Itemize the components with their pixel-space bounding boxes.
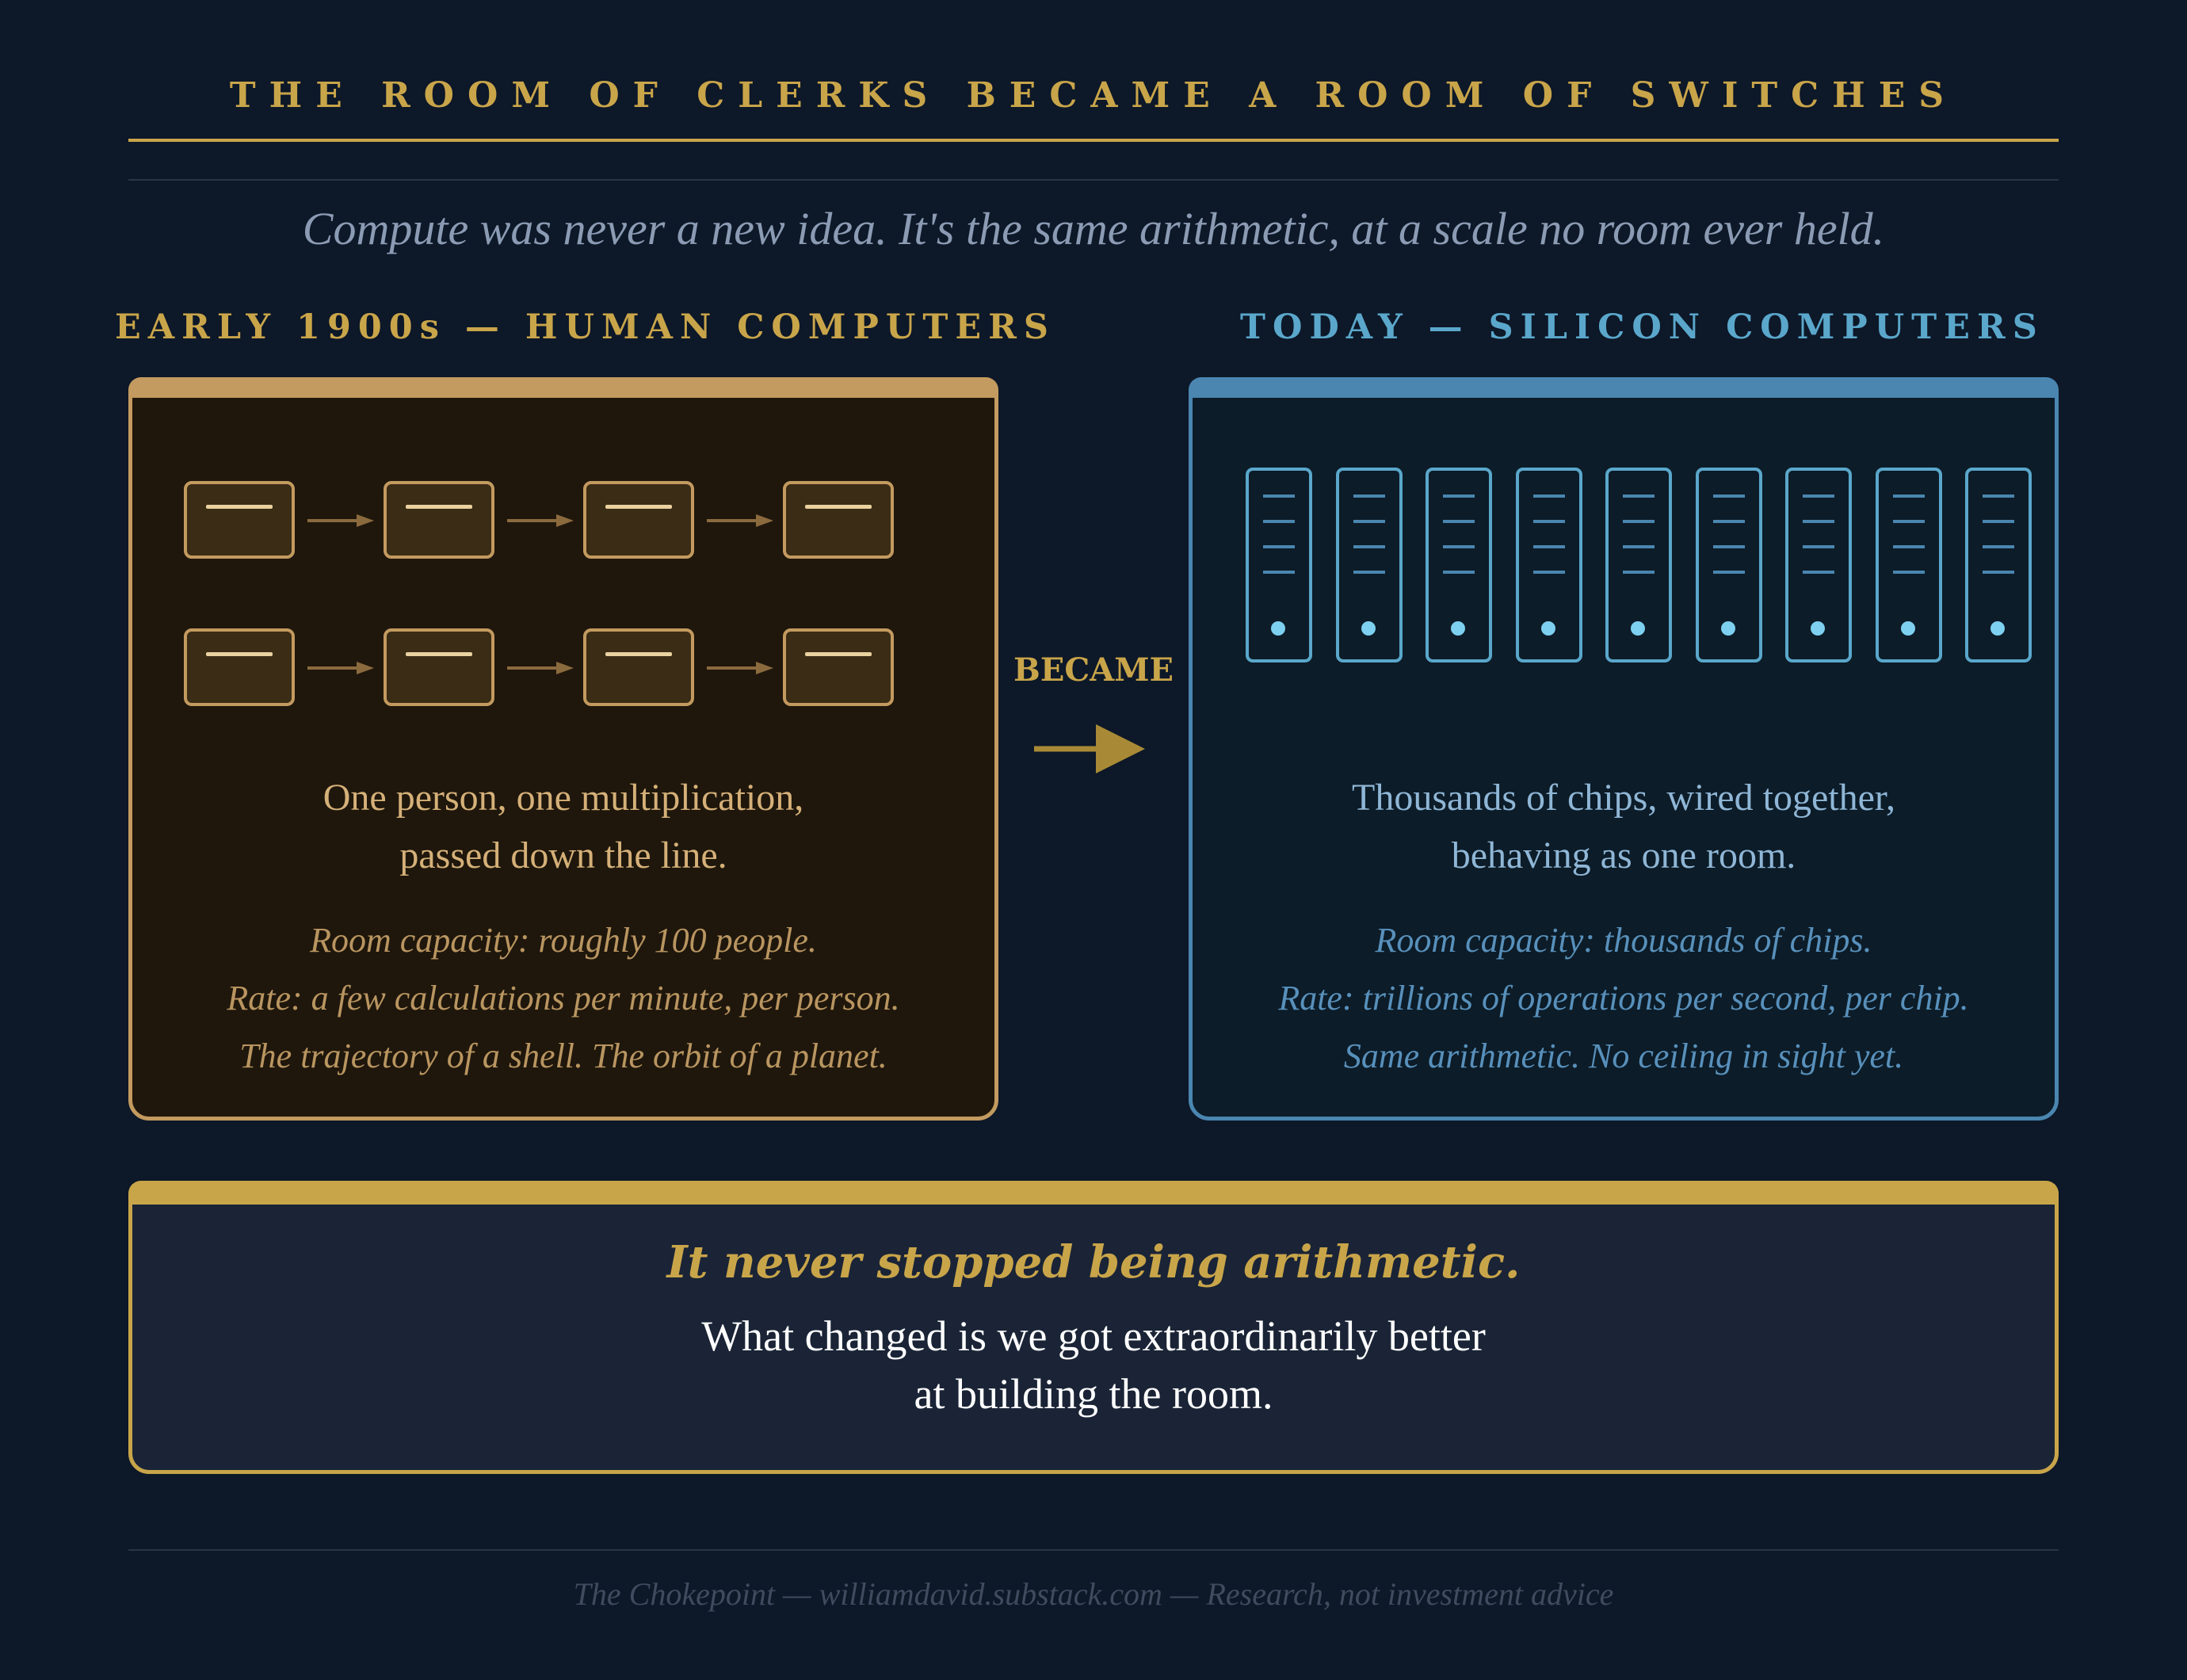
- server-chip-icon: [1516, 468, 1582, 662]
- conclusion-headline: It never stopped being arithmetic.: [666, 1236, 1521, 1289]
- human-computers-description: One person, one multiplication, passed d…: [128, 769, 998, 884]
- clerk-desk-icon: [583, 628, 694, 706]
- clerk-desk-icon: [783, 481, 894, 559]
- arrow-right-icon: [307, 514, 374, 527]
- note-line: Room capacity: thousands of chips.: [1375, 921, 1872, 960]
- server-chip-icon: [1426, 468, 1492, 662]
- description-line: Thousands of chips, wired together,: [1352, 777, 1895, 819]
- clerk-desk-icon: [184, 481, 295, 559]
- title-rule: [128, 139, 2059, 142]
- human-computers-heading: EARLY 1900s — HUMAN COMPUTERS: [115, 307, 1055, 347]
- server-chip-icon: [1785, 468, 1852, 662]
- became-label: BECAME: [1013, 651, 1174, 689]
- description-line: passed down the line.: [399, 834, 727, 876]
- server-chip-icon: [1336, 468, 1403, 662]
- note-line: Rate: a few calculations per minute, per…: [227, 979, 900, 1018]
- arrow-right-icon: [707, 662, 773, 674]
- subtitle: Compute was never a new idea. It's the s…: [302, 203, 1885, 254]
- server-chip-icon: [1605, 468, 1672, 662]
- clerk-desk-icon: [783, 628, 894, 706]
- clerk-desk-icon: [583, 481, 694, 559]
- conclusion-line: at building the room.: [914, 1370, 1273, 1418]
- silicon-computers-description: Thousands of chips, wired together, beha…: [1189, 769, 2059, 884]
- server-chip-icon: [1696, 468, 1762, 662]
- note-line: Rate: trillions of operations per second…: [1278, 979, 1969, 1018]
- server-chip-icon: [1246, 468, 1312, 662]
- page-title: THE ROOM OF CLERKS BECAME A ROOM OF SWIT…: [229, 75, 1958, 116]
- note-line: The trajectory of a shell. The orbit of …: [239, 1037, 887, 1075]
- arrow-right-icon: [1034, 724, 1145, 773]
- note-line: Room capacity: roughly 100 people.: [310, 921, 817, 960]
- note-line: Same arithmetic. No ceiling in sight yet…: [1343, 1037, 1904, 1075]
- divider: [128, 179, 2059, 181]
- human-computers-panel-topbar: [128, 377, 998, 398]
- clerk-desk-icon: [384, 628, 494, 706]
- conclusion-box: [128, 1184, 2059, 1474]
- clerk-desk-icon: [384, 481, 494, 559]
- conclusion-body: What changed is we got extraordinarily b…: [128, 1308, 2059, 1423]
- silicon-computers-panel-topbar: [1189, 377, 2059, 398]
- conclusion-box-topbar: [128, 1181, 2059, 1205]
- description-line: behaving as one room.: [1451, 834, 1796, 876]
- arrow-right-icon: [507, 662, 574, 674]
- footer-divider: [128, 1549, 2059, 1551]
- clerk-desk-icon: [184, 628, 295, 706]
- conclusion-line: What changed is we got extraordinarily b…: [701, 1312, 1486, 1360]
- description-line: One person, one multiplication,: [323, 777, 804, 819]
- arrow-right-icon: [507, 514, 574, 527]
- arrow-right-icon: [707, 514, 773, 527]
- footer-credit: The Chokepoint — williamdavid.substack.c…: [573, 1576, 1614, 1612]
- server-chip-icon: [1965, 468, 2032, 662]
- human-computers-notes: Room capacity: roughly 100 people. Rate:…: [128, 911, 998, 1085]
- arrow-right-icon: [307, 662, 374, 674]
- silicon-computers-notes: Room capacity: thousands of chips. Rate:…: [1189, 911, 2059, 1085]
- silicon-computers-heading: TODAY — SILICON COMPUTERS: [1240, 307, 2044, 347]
- server-chip-icon: [1876, 468, 1942, 662]
